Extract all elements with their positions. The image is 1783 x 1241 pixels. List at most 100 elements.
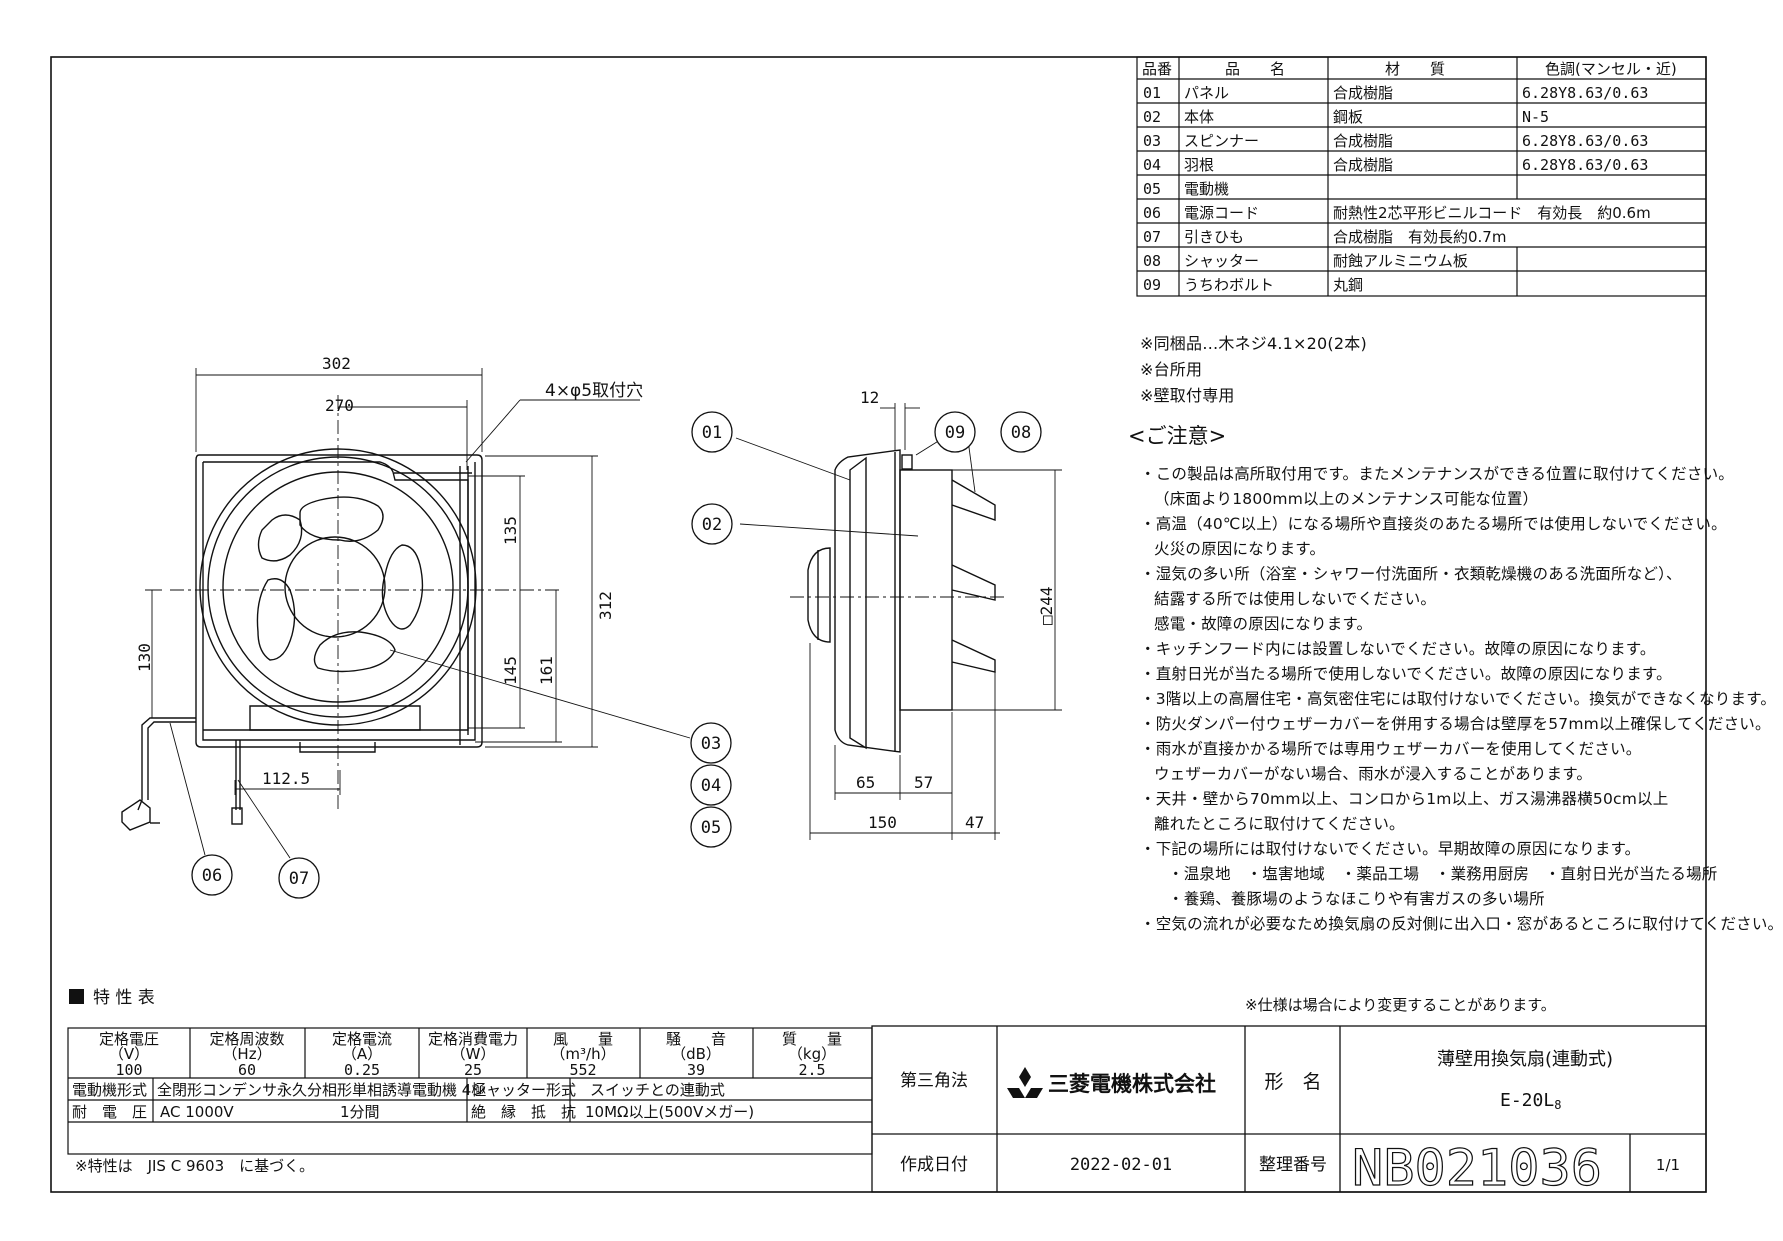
accessory-line: ※壁取付専用	[1140, 386, 1235, 405]
model-label: 形 名	[1264, 1071, 1321, 1093]
dim-12: 12	[860, 388, 879, 407]
balloon-04: 04	[701, 776, 721, 796]
insulation-label: 絶 縁 抵 抗	[471, 1103, 576, 1121]
shutter-type-value: スイッチとの連動式	[590, 1081, 725, 1099]
caution-line: ・この製品は高所取付用です。またメンテナンスができる位置に取付けてください。	[1140, 465, 1734, 483]
date-label: 作成日付	[900, 1155, 968, 1175]
caution-line: ウェザーカバーがない場合、雨水が浸入することがあります。	[1154, 765, 1593, 783]
balloon-02: 02	[702, 515, 722, 535]
parts-cell: スピンナー	[1184, 132, 1259, 150]
characteristics-cell: （dB）	[671, 1045, 721, 1063]
parts-cell: 引きひも	[1184, 228, 1244, 246]
parts-cell: 羽根	[1184, 156, 1214, 174]
characteristics-cell: （W）	[451, 1045, 496, 1063]
company-name: 三菱電機株式会社	[1048, 1072, 1216, 1096]
characteristics-cell: 2.5	[798, 1061, 825, 1079]
side-view-dimensions	[735, 403, 1062, 840]
characteristics-cell: 552	[569, 1061, 596, 1079]
characteristics-cell: 0.25	[344, 1061, 380, 1079]
dim-130: 130	[135, 643, 154, 672]
parts-header-color: 色調(マンセル・近)	[1545, 60, 1677, 78]
parts-cell: 08	[1143, 252, 1161, 270]
insulation-value: 10MΩ以上(500Vメガー)	[585, 1103, 754, 1121]
parts-cell: 丸鋼	[1333, 276, 1363, 294]
parts-cell: 02	[1143, 108, 1161, 126]
characteristics-cell: 定格消費電力	[428, 1030, 518, 1048]
parts-cell: シャッター	[1184, 252, 1259, 270]
dim-holes: 4×φ5取付穴	[545, 381, 643, 401]
balloon-01: 01	[702, 423, 722, 443]
parts-header-no: 品番	[1142, 60, 1172, 78]
characteristics-cell: 39	[687, 1061, 705, 1079]
parts-cell: うちわボルト	[1184, 276, 1274, 294]
dim-161: 161	[537, 656, 556, 685]
accessory-line: ※同梱品…木ネジ4.1×20(2本)	[1140, 334, 1367, 353]
dim-270: 270	[325, 396, 354, 415]
dim-145: 145	[501, 656, 520, 685]
model-number-suffix: 8	[1554, 1098, 1561, 1112]
characteristics-cell: 100	[115, 1061, 142, 1079]
caution-line: ・高温（40℃以上）になる場所や直接炎のあたる場所では使用しないでください。	[1140, 515, 1727, 533]
dim-57: 57	[914, 773, 933, 792]
parts-table	[1136, 56, 1707, 297]
caution-title: <ご注意>	[1128, 424, 1227, 448]
parts-cell: 本体	[1184, 108, 1214, 126]
model-number-main: E-20L	[1500, 1090, 1554, 1111]
parts-cell: 耐蝕アルミニウム板	[1333, 252, 1468, 270]
sheet-number: 1/1	[1656, 1156, 1680, 1174]
parts-cell: 合成樹脂	[1333, 132, 1393, 150]
dim-47: 47	[965, 813, 984, 832]
characteristics-cell: 騒 音	[666, 1030, 726, 1048]
parts-cell: 06	[1143, 204, 1161, 222]
parts-header-material: 材 質	[1385, 60, 1445, 78]
front-view-centerlines	[170, 395, 560, 810]
parts-header-name: 品 名	[1225, 60, 1285, 78]
characteristics-table	[67, 1027, 873, 1155]
characteristics-cell: （V）	[109, 1045, 149, 1063]
parts-cell: 合成樹脂	[1333, 84, 1393, 102]
parts-cell: 耐熱性2芯平形ビニルコード 有効長 約0.6m	[1333, 204, 1651, 222]
parts-cell: N-5	[1522, 108, 1549, 126]
accessory-line: ※台所用	[1140, 360, 1203, 379]
characteristics-rows: 電動機形式 全閉形コンデンサ永久分相形単相誘導電動機 4極 シャッター形式 スイ…	[72, 1081, 754, 1175]
front-dim-texts: 302 270 4×φ5取付穴 312 135 145 161 130 112.…	[135, 354, 643, 788]
caution-line: ・養鶏、養豚場のようなほこりや有害ガスの多い場所	[1168, 890, 1545, 908]
dim-135: 135	[501, 516, 520, 545]
dim-112-5: 112.5	[262, 769, 310, 788]
caution-line: 火災の原因になります。	[1154, 540, 1326, 558]
characteristics-cell: 60	[238, 1061, 256, 1079]
characteristics-cell: 定格電流	[332, 1030, 392, 1048]
balloon-09: 09	[945, 423, 965, 443]
title-block	[871, 1025, 1707, 1193]
caution-line: ・直射日光が当たる場所で使用しないでください。故障の原因になります。	[1140, 665, 1672, 683]
parts-cell: パネル	[1184, 84, 1229, 102]
parts-cell: 6.28Y8.63/0.63	[1522, 156, 1648, 174]
characteristics-cell: （Hz）	[222, 1045, 271, 1063]
withstand-time: 1分間	[340, 1103, 380, 1121]
parts-cell: 01	[1143, 84, 1161, 102]
mitsubishi-logo	[1007, 1067, 1043, 1098]
dim-302: 302	[322, 354, 351, 373]
parts-cell: 鋼板	[1333, 108, 1363, 126]
side-dim-texts: 12 □244 65 57 150 47	[856, 388, 1056, 832]
parts-table-text: 品番 品 名 材 質 色調(マンセル・近)	[1142, 60, 1677, 78]
projection-method: 第三角法	[900, 1071, 968, 1091]
caution-line: ・湿気の多い所（浴室・シャワー付洗面所・衣類乾燥機のある洗面所など）、	[1140, 565, 1682, 583]
caution-line: ・雨水が直接かかる場所では専用ウェザーカバーを使用してください。	[1140, 740, 1642, 758]
caution-line: ・キッチンフード内には設置しないでください。故障の原因になります。	[1140, 640, 1656, 658]
side-view	[807, 449, 996, 753]
characteristics-cell: 風 量	[553, 1030, 613, 1048]
parts-cell: 09	[1143, 276, 1161, 294]
characteristics-title: 特 性 表	[93, 988, 155, 1008]
parts-cell: 合成樹脂 有効長約0.7m	[1333, 228, 1506, 246]
balloon-07: 07	[289, 869, 309, 889]
spec-change-note: ※仕様は場合により変更することがあります。	[1245, 996, 1556, 1014]
characteristics-cell: 質 量	[782, 1030, 842, 1048]
creation-date: 2022-02-01	[1070, 1155, 1172, 1175]
parts-cell: 6.28Y8.63/0.63	[1522, 132, 1648, 150]
shutter-type-label: シャッター形式	[471, 1081, 576, 1099]
motor-type-value: 全閉形コンデンサ永久分相形単相誘導電動機 4極	[157, 1081, 486, 1099]
parts-cell: 05	[1143, 180, 1161, 198]
withstand-value: AC 1000V	[160, 1103, 234, 1121]
